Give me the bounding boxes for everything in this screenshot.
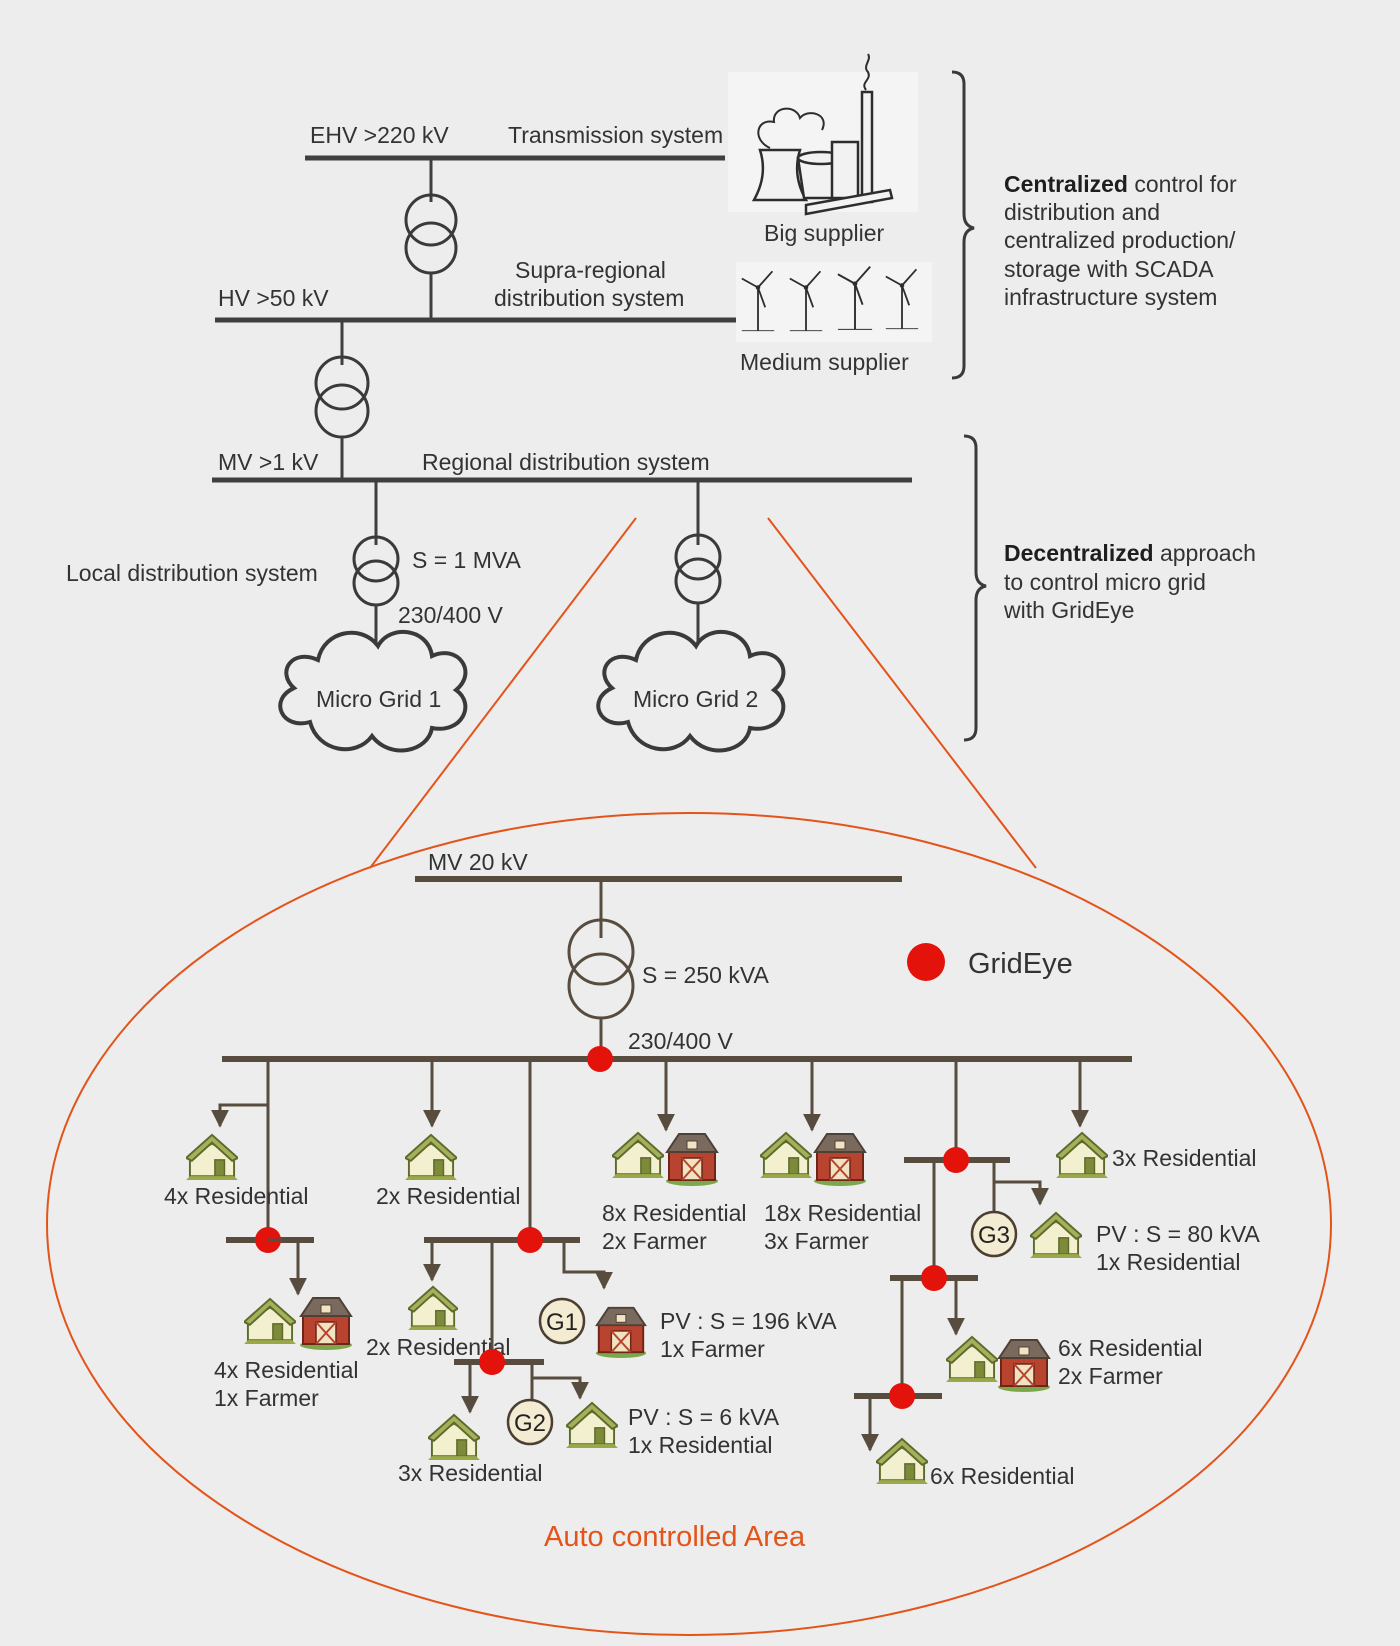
mv-label: MV >1 kV [218, 449, 319, 475]
v-230-400-top-label: 230/400 V [398, 602, 504, 628]
generator-g1-label: G1 [546, 1309, 578, 1336]
load-3x-residential: 3x Residential [1112, 1145, 1256, 1171]
transmission-label: Transmission system [508, 122, 723, 148]
centralized-line3: centralized production/ [1004, 227, 1236, 253]
supra-regional-line1: Supra-regional [515, 257, 666, 283]
local-label: Local distribution system [66, 560, 318, 586]
transformer-250kva [567, 918, 635, 986]
centralized-line1: Centralized control for [1004, 171, 1237, 197]
house-icon [1056, 1131, 1108, 1178]
house-icon [244, 1297, 296, 1344]
grideye-dot [889, 1383, 915, 1409]
load-pv-80-line2: 1x Residential [1096, 1249, 1240, 1275]
zoom-line-left [369, 517, 637, 869]
medium-supplier-label: Medium supplier [740, 349, 909, 375]
decentralized-brace [963, 434, 987, 742]
decentralized-line2: to control micro grid [1004, 569, 1206, 595]
load-pv-6-line1: PV : S = 6 kVA [628, 1404, 780, 1430]
house-icon [566, 1401, 618, 1448]
micro-grid-1-label: Micro Grid 1 [316, 686, 441, 712]
s-1mva-label: S = 1 MVA [412, 547, 522, 573]
micro-grid-2-cloud [596, 629, 786, 753]
load-4x-res-1x-farmer-line1: 4x Residential [214, 1357, 358, 1383]
generator-g2 [506, 1398, 554, 1446]
auto-controlled-area-label: Auto controlled Area [544, 1521, 806, 1553]
transformer-local-1 [352, 535, 400, 583]
load-6x-res-2x-farmer-line2: 2x Farmer [1058, 1363, 1163, 1389]
grideye-dot [921, 1265, 947, 1291]
hv-label: HV >50 kV [218, 285, 329, 311]
supra-regional-line2: distribution system [494, 285, 684, 311]
house-icon [760, 1131, 812, 1178]
regional-label: Regional distribution system [422, 449, 710, 475]
big-supplier-label: Big supplier [764, 220, 885, 246]
auto-controlled-area-ellipse [46, 812, 1332, 1636]
v-230-400-bottom-label: 230/400 V [628, 1028, 734, 1054]
grideye-dot [517, 1227, 543, 1253]
load-18x-res-line2: 3x Farmer [764, 1228, 869, 1254]
power-plant-icon [728, 53, 918, 216]
barn-icon [664, 1132, 720, 1186]
load-6x-res-2x-farmer-line1: 6x Residential [1058, 1335, 1202, 1361]
load-18x-res-line1: 18x Residential [764, 1200, 921, 1226]
load-4x-residential: 4x Residential [164, 1183, 308, 1209]
load-2x-residential: 2x Residential [376, 1183, 520, 1209]
micro-grid-1-cloud [278, 629, 468, 753]
zoom-line-right [767, 517, 1037, 869]
centralized-line4: storage with SCADA [1004, 256, 1214, 282]
transformer-ehv-hv [404, 193, 458, 247]
grideye-dot [479, 1349, 505, 1375]
ehv-label: EHV >220 kV [310, 122, 449, 148]
house-icon [428, 1413, 480, 1460]
load-pv-80-line1: PV : S = 80 kVA [1096, 1221, 1261, 1247]
mv-20kv-label: MV 20 kV [428, 849, 528, 875]
barn-icon [812, 1132, 868, 1186]
grideye-legend-dot [907, 943, 945, 981]
micro-grid-2-label: Micro Grid 2 [633, 686, 758, 712]
decentralized-line1: Decentralized approach [1004, 540, 1256, 566]
centralized-line2: distribution and [1004, 199, 1160, 225]
centralized-brace [951, 70, 975, 380]
generator-g1 [538, 1297, 586, 1345]
decentralized-line3: with GridEye [1003, 597, 1134, 623]
generator-g3 [970, 1210, 1018, 1258]
house-icon [186, 1133, 238, 1180]
load-8x-res-line2: 2x Farmer [602, 1228, 707, 1254]
load-3x-residential-2: 3x Residential [398, 1460, 542, 1486]
house-icon [612, 1131, 664, 1178]
load-8x-res-line1: 8x Residential [602, 1200, 746, 1226]
load-pv-6-line2: 1x Residential [628, 1432, 772, 1458]
grideye-dot [943, 1147, 969, 1173]
load-pv-196-line2: 1x Farmer [660, 1336, 765, 1362]
transformer-local-2 [674, 533, 722, 581]
s-250kva-label: S = 250 kVA [642, 962, 769, 988]
barn-icon [996, 1338, 1052, 1392]
house-icon [408, 1285, 458, 1330]
centralized-line5: infrastructure system [1004, 284, 1217, 310]
transformer-hv-mv [314, 355, 370, 411]
house-icon [946, 1335, 998, 1382]
barn-icon [298, 1296, 354, 1350]
house-icon [876, 1437, 928, 1484]
grideye-main-dot [587, 1046, 613, 1072]
house-icon [1030, 1211, 1082, 1258]
house-icon [405, 1133, 457, 1180]
grideye-legend-label: GridEye [968, 948, 1073, 980]
load-4x-res-1x-farmer-line2: 1x Farmer [214, 1385, 319, 1411]
generator-g3-label: G3 [978, 1222, 1010, 1249]
generator-g2-label: G2 [514, 1410, 546, 1437]
load-6x-residential: 6x Residential [930, 1463, 1074, 1489]
barn-icon [594, 1306, 648, 1358]
load-pv-196-line1: PV : S = 196 kVA [660, 1308, 837, 1334]
wind-turbines-icon [736, 262, 932, 342]
